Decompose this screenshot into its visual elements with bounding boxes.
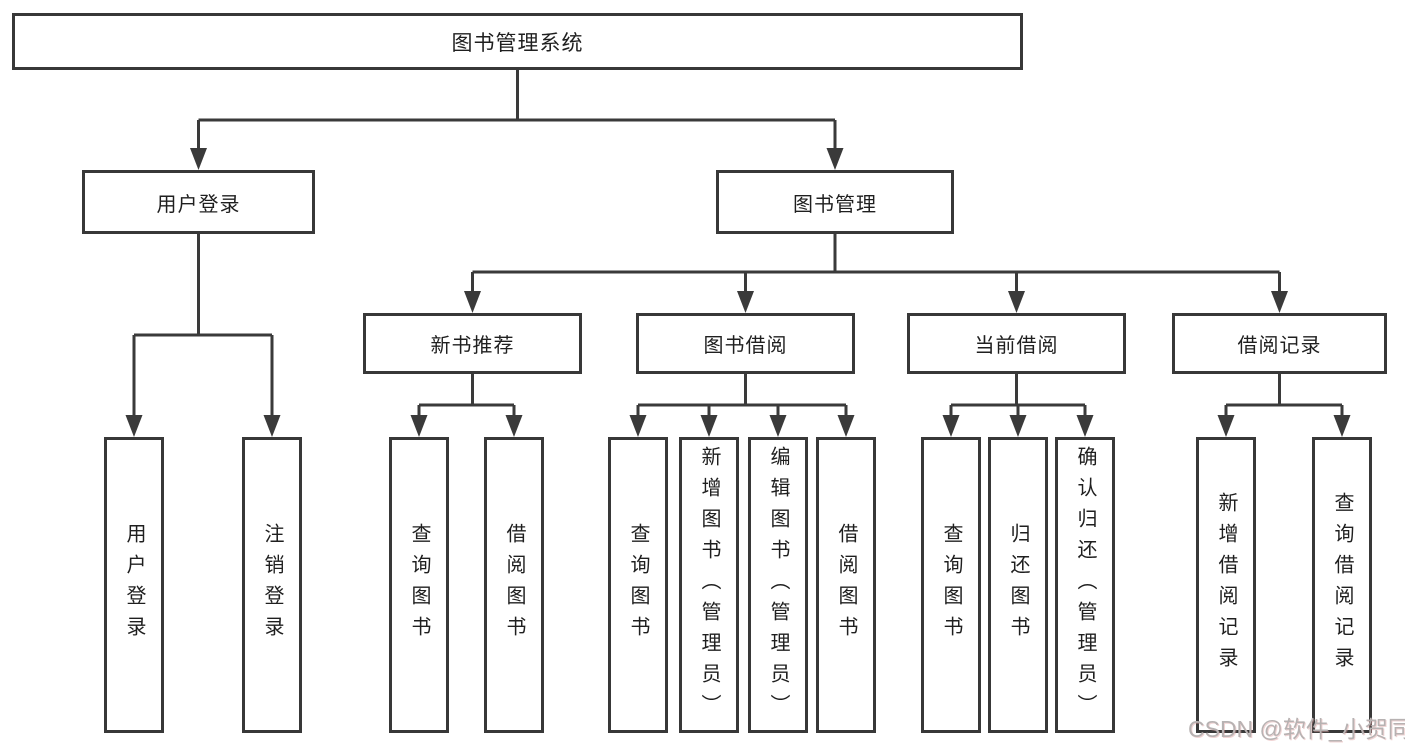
leaf-query-borrow-record: 查询借阅记录 <box>1312 437 1372 733</box>
leaf-logout: 注销登录 <box>242 437 302 733</box>
leaf-borrow-books: 借阅图书 <box>816 437 876 733</box>
leaf-label: 确认归还（管理员） <box>1074 445 1096 725</box>
leaf-label: 借阅图书 <box>835 523 857 647</box>
node-user-login: 用户登录 <box>82 170 315 234</box>
leaf-add-books-admin: 新增图书（管理员） <box>679 437 739 733</box>
leaf-query-books-borrowing: 查询图书 <box>608 437 668 733</box>
node-book-management: 图书管理 <box>716 170 954 234</box>
leaf-label: 借阅图书 <box>503 523 525 647</box>
leaf-query-books-current: 查询图书 <box>921 437 981 733</box>
leaf-user-login: 用户登录 <box>104 437 164 733</box>
leaf-label: 注销登录 <box>261 523 283 647</box>
node-book-borrowing: 图书借阅 <box>636 313 855 374</box>
leaf-label: 编辑图书（管理员） <box>767 445 789 725</box>
leaf-edit-books-admin: 编辑图书（管理员） <box>748 437 808 733</box>
leaf-label: 归还图书 <box>1007 523 1029 647</box>
leaf-return-books: 归还图书 <box>988 437 1048 733</box>
leaf-label: 新增借阅记录 <box>1215 492 1237 678</box>
leaf-add-borrow-record: 新增借阅记录 <box>1196 437 1256 733</box>
node-library-management-system: 图书管理系统 <box>12 13 1023 70</box>
leaf-borrow-books-recommend: 借阅图书 <box>484 437 544 733</box>
leaf-label: 查询图书 <box>408 523 430 647</box>
leaf-label: 查询图书 <box>627 523 649 647</box>
leaf-query-books-recommend: 查询图书 <box>389 437 449 733</box>
node-current-borrowing: 当前借阅 <box>907 313 1126 374</box>
node-borrowing-records: 借阅记录 <box>1172 313 1387 374</box>
leaf-label: 查询借阅记录 <box>1331 492 1353 678</box>
leaf-label: 查询图书 <box>940 523 962 647</box>
leaf-label: 新增图书（管理员） <box>698 445 720 725</box>
leaf-confirm-return-admin: 确认归还（管理员） <box>1055 437 1115 733</box>
node-new-book-recommendation: 新书推荐 <box>363 313 582 374</box>
csdn-watermark: CSDN @软件_小贺同学 <box>1188 716 1405 742</box>
leaf-label: 用户登录 <box>123 523 145 647</box>
